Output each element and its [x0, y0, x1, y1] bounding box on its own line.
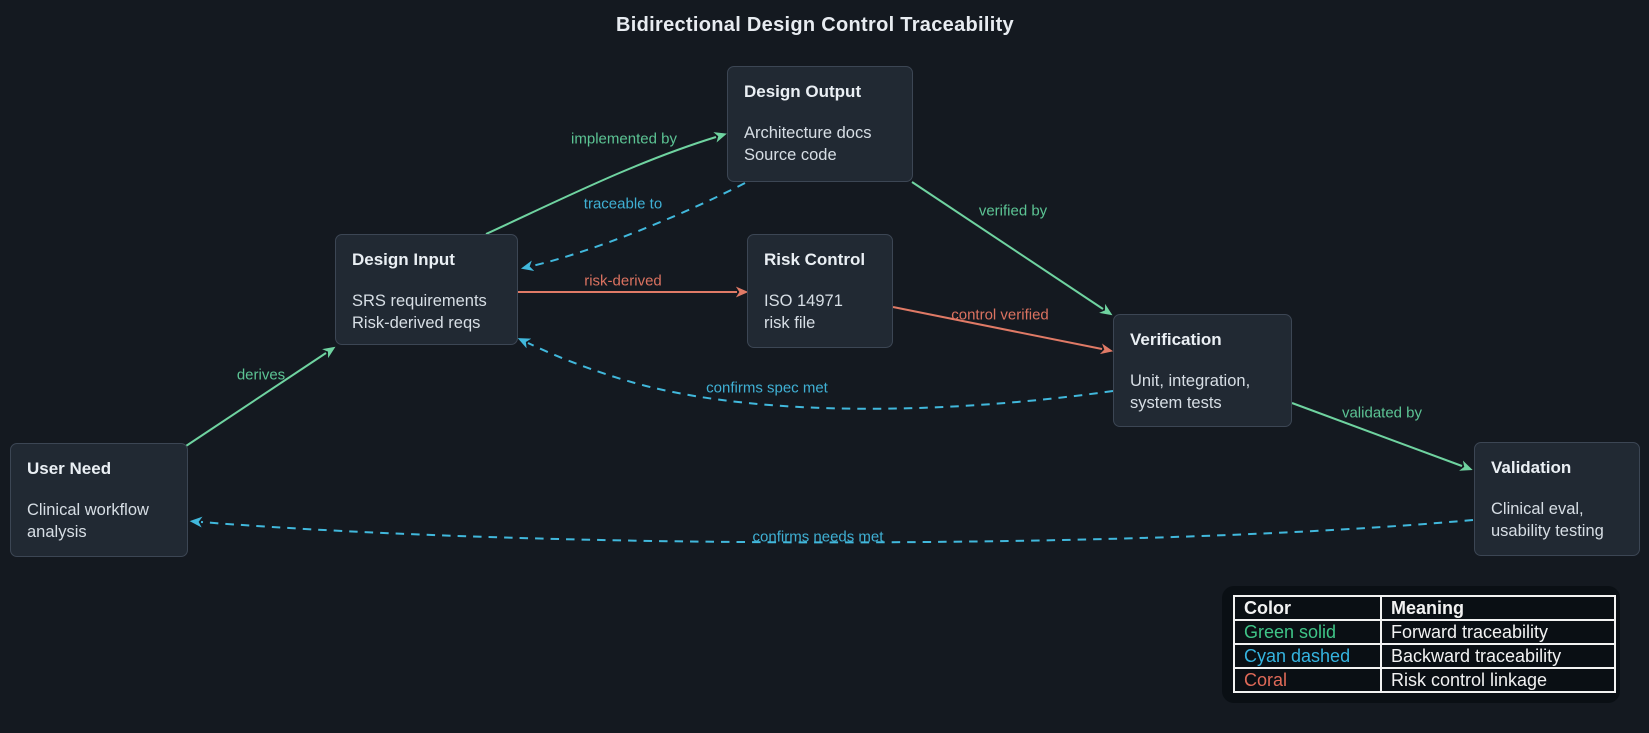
edge-label-verified-by: verified by [978, 202, 1048, 220]
node-body: SRS requirements Risk-derived reqs [352, 292, 487, 332]
edge-label-traceable-to: traceable to [583, 195, 663, 213]
edge-label-validated-by: validated by [1341, 404, 1423, 422]
edge-implemented-by [485, 132, 727, 235]
legend-color-label: Coral [1233, 667, 1382, 693]
edge-label-control-verified: control verified [951, 306, 1049, 324]
node-verification: Verification Unit, integration, system t… [1113, 314, 1292, 427]
node-risk-control: Risk Control ISO 14971 risk file [747, 234, 893, 348]
node-title: Design Output [744, 82, 862, 101]
legend-meaning: Backward traceability [1380, 643, 1616, 669]
edge-validated-by [1291, 402, 1473, 471]
edge-derives [185, 346, 336, 447]
node-body: Unit, integration, system tests [1130, 372, 1251, 412]
edge-label-confirms-needs-met: confirms needs met [752, 528, 884, 546]
legend-header-color: Color [1233, 595, 1382, 621]
legend-table: Color Meaning Green solid Forward tracea… [1233, 595, 1616, 693]
legend-row-green: Green solid Forward traceability [1233, 619, 1616, 645]
edge-confirms-needs-met [189, 516, 1474, 544]
node-body: Architecture docs Source code [744, 124, 872, 164]
node-title: Design Input [352, 250, 455, 269]
edge-control-verified [892, 306, 1114, 355]
edge-verified-by [911, 181, 1113, 316]
node-title: User Need [27, 459, 112, 478]
node-user-need: User Need Clinical workflow analysis [10, 443, 188, 557]
edge-label-risk-derived: risk-derived [584, 272, 662, 290]
node-body: Clinical workflow analysis [27, 501, 149, 541]
edge-traceable-to [520, 182, 746, 272]
edge-label-derives: derives [236, 366, 286, 384]
legend-color-label: Cyan dashed [1233, 643, 1382, 669]
diagram-title: Bidirectional Design Control Traceabilit… [616, 14, 1014, 36]
legend-meaning: Risk control linkage [1380, 667, 1616, 693]
node-title: Risk Control [764, 250, 866, 269]
legend-header-row: Color Meaning [1233, 595, 1616, 621]
node-title: Validation [1491, 458, 1572, 477]
edge-confirms-spec-met [517, 338, 1114, 410]
edge-label-implemented-by: implemented by [571, 130, 677, 148]
edge-label-confirms-spec-met: confirms spec met [706, 379, 828, 397]
node-title: Verification [1130, 330, 1222, 349]
legend-row-coral: Coral Risk control linkage [1233, 667, 1616, 693]
legend-meaning: Forward traceability [1380, 619, 1616, 645]
node-body: ISO 14971 risk file [764, 292, 843, 332]
legend-row-cyan: Cyan dashed Backward traceability [1233, 643, 1616, 669]
node-body: Clinical eval, usability testing [1491, 500, 1604, 540]
node-design-input: Design Input SRS requirements Risk-deriv… [335, 234, 518, 345]
legend-header-meaning: Meaning [1380, 595, 1616, 621]
node-validation: Validation Clinical eval, usability test… [1474, 442, 1640, 556]
node-design-output: Design Output Architecture docs Source c… [727, 66, 913, 182]
legend-color-label: Green solid [1233, 619, 1382, 645]
